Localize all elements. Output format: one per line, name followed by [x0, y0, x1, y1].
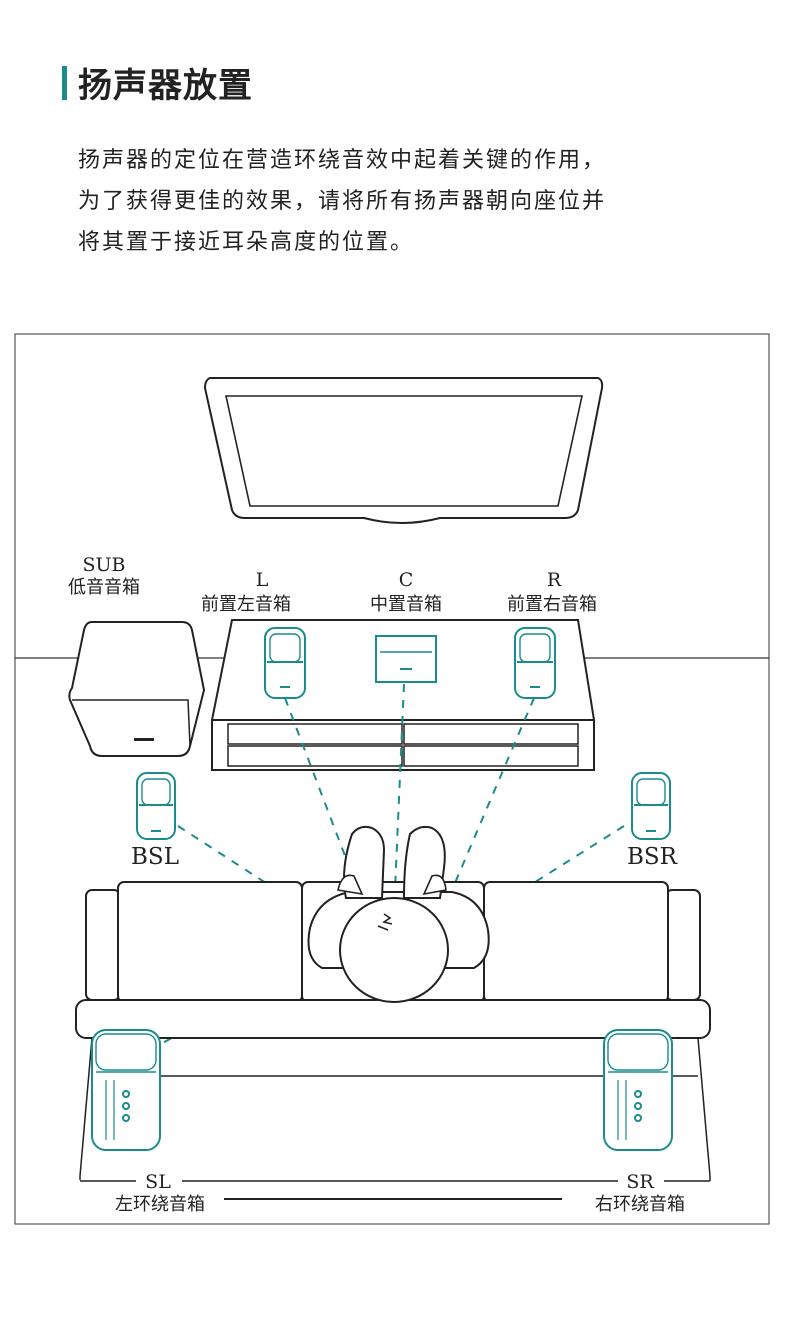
back-surround-left-speaker-icon — [136, 772, 176, 840]
center-name-label: 中置音箱 — [370, 594, 442, 615]
front-right-name-label: 前置右音箱 — [507, 594, 597, 615]
title-accent-bar — [62, 66, 67, 100]
front-left-speaker-icon — [264, 627, 306, 699]
intro-text: 扬声器的定位在营造环绕音效中起着关键的作用， 为了获得更佳的效果，请将所有扬声器… — [78, 140, 718, 263]
tv-icon — [203, 377, 604, 524]
center-code-label: C — [399, 569, 414, 591]
surround-left-speaker-icon — [91, 1029, 161, 1151]
sub-name-label: 低音音箱 — [68, 577, 140, 598]
bsl-code-label: BSL — [131, 844, 179, 870]
page-title: 扬声器放置 — [78, 66, 253, 106]
intro-line-2: 为了获得更佳的效果，请将所有扬声器朝向座位并 — [78, 189, 607, 214]
bsr-code-label: BSR — [627, 844, 678, 870]
front-left-code-label: L — [256, 569, 269, 591]
front-right-code-label: R — [547, 569, 562, 591]
surround-baselines — [79, 1176, 711, 1200]
diagram-frame — [14, 333, 770, 1225]
front-right-speaker-icon — [514, 627, 556, 699]
sl-name-label: 左环绕音箱 — [115, 1194, 205, 1215]
surround-right-speaker-icon — [603, 1029, 673, 1151]
front-left-name-label: 前置左音箱 — [201, 594, 291, 615]
back-surround-right-speaker-icon — [631, 772, 671, 840]
sr-code-label: SR — [626, 1171, 654, 1193]
sr-name-label: 右环绕音箱 — [595, 1194, 685, 1215]
subwoofer-icon — [68, 621, 206, 757]
center-speaker-icon — [375, 635, 437, 683]
intro-line-3: 将其置于接近耳朵高度的位置。 — [78, 230, 415, 255]
listener-icon — [307, 825, 490, 1003]
intro-line-1: 扬声器的定位在营造环绕音效中起着关键的作用， — [78, 148, 607, 173]
sub-code-label: SUB — [83, 554, 126, 576]
sl-code-label: SL — [145, 1171, 171, 1193]
